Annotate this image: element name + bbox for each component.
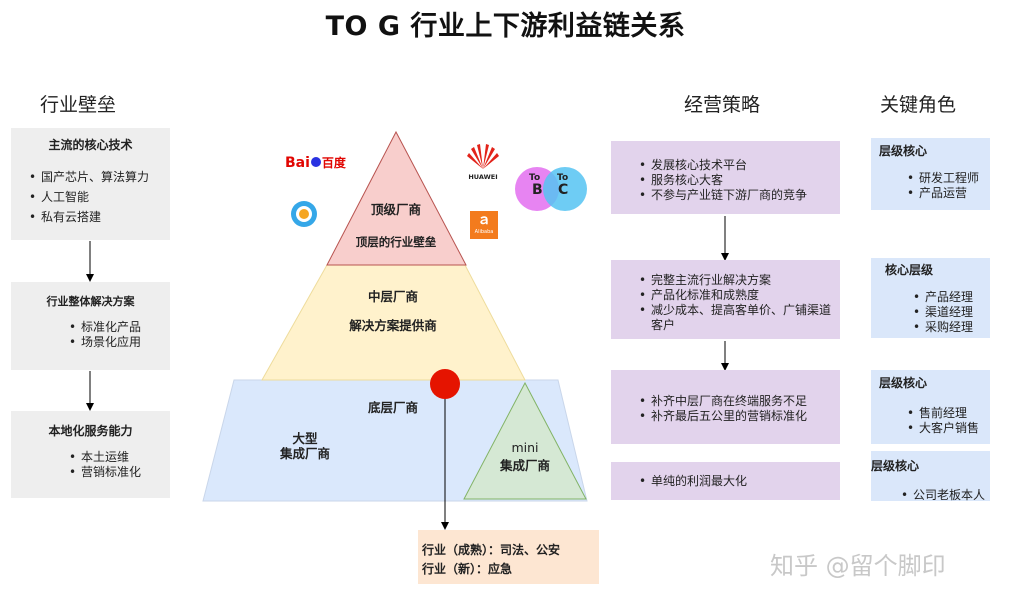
baidu-logo-text-cn: 百度 [321,156,346,170]
toc-to-text: To [557,173,569,183]
list-item: 产品化标准和成熟度 [639,288,831,303]
alibaba-glyph-icon: ａ [477,212,491,228]
list-item: 人工智能 [29,187,170,207]
list-item: 减少成本、提高客单价、广铺渠道客户 [639,303,831,333]
strategy-box: 发展核心技术平台 服务核心大客 不参与产业链下游厂商的竞争 [611,141,840,214]
role-box: 核心层级 产品经理 渠道经理 采购经理 [871,258,990,338]
list-item: 采购经理 [913,320,990,335]
red-dot-marker [430,369,460,399]
role-box-title: 核心层级 [885,263,934,277]
list-item: 补齐最后五公里的营销标准化 [639,409,840,424]
list-item: 完整主流行业解决方案 [639,273,831,288]
middle-tier-sublabel: 解决方案提供商 [349,318,437,333]
list-item: 不参与产业链下游厂商的竞争 [639,188,840,203]
barrier-box-core-tech: 主流的核心技术 国产芯片、算法算力 人工智能 私有云搭建 [11,128,170,240]
barrier-box-title: 本地化服务能力 [48,424,133,438]
tob-b-text: B [532,182,543,198]
huawei-logo-text: HUAWEI [468,173,498,181]
alibaba-logo-text: Alibaba [474,229,494,235]
list-item: 售前经理 [907,406,990,421]
barrier-box-local-service: 本地化服务能力 本土运维 营销标准化 [11,411,170,498]
barrier-list: 标准化产品 场景化应用 [11,320,170,350]
baidu-logo-text: Bai [285,155,310,171]
role-list: 产品经理 渠道经理 采购经理 [871,290,990,335]
role-list: 公司老板本人 [871,488,990,503]
toc-c-text: C [558,182,569,198]
strategy-box: 完整主流行业解决方案 产品化标准和成熟度 减少成本、提高客单价、广铺渠道客户 [611,260,840,339]
list-item: 本土运维 [69,450,170,465]
strategy-box: 补齐中层厂商在终端服务不足 补齐最后五公里的营销标准化 [611,370,840,444]
list-item: 标准化产品 [69,320,170,335]
list-item: 营销标准化 [69,465,170,480]
pyramid-top-tier [326,130,467,266]
role-box: 层级核心 售前经理 大客户销售 [871,370,990,444]
strategy-list: 补齐中层厂商在终端服务不足 补齐最后五公里的营销标准化 [611,394,840,424]
barrier-list: 国产芯片、算法算力 人工智能 私有云搭建 [11,167,170,227]
tob-to-text: To [529,173,541,183]
tob-toc-logo: To B To C [513,165,589,213]
list-item: 发展核心技术平台 [639,158,840,173]
list-item: 补齐中层厂商在终端服务不足 [639,394,840,409]
list-item: 私有云搭建 [29,207,170,227]
list-item: 大客户销售 [907,421,990,436]
chat-bubble-logo [290,200,318,228]
middle-tier-label: 中层厂商 [367,289,418,304]
large-integrator-sublabel: 集成厂商 [279,446,330,461]
paw-icon [310,157,321,167]
bottom-tier-label: 底层厂商 [367,400,418,415]
huawei-logo: HUAWEI [466,142,500,182]
strategy-box: 单纯的利润最大化 [611,462,840,500]
page-title: TO G 行业上下游利益链关系 [325,11,686,42]
list-item: 国产芯片、算法算力 [29,167,170,187]
barrier-box-solutions: 行业整体解决方案 标准化产品 场景化应用 [11,282,170,370]
top-tier-label: 顶级厂商 [370,202,421,217]
barrier-list: 本土运维 营销标准化 [11,450,170,480]
list-item: 场景化应用 [69,335,170,350]
role-box-title: 层级核心 [879,144,928,158]
role-box: 层级核心 研发工程师 产品运营 [871,138,990,210]
mini-integrator-sublabel: 集成厂商 [499,458,550,473]
list-item: 渠道经理 [913,305,990,320]
list-item: 研发工程师 [907,171,990,186]
large-integrator-label: 大型 [292,431,318,446]
role-box-title: 层级核心 [871,459,920,473]
baidu-logo: Bai 百度 [285,152,346,171]
mini-integrator-label: mini [511,440,539,455]
industry-mature-text: 行业（成熟）：司法、公安 [422,543,561,557]
barrier-box-title: 行业整体解决方案 [46,295,135,308]
top-tier-sublabel: 顶层的行业壁垒 [355,235,437,249]
role-box: 层级核心 公司老板本人 [871,451,990,503]
roles-heading: 关键角色 [880,94,957,116]
strategy-list: 完整主流行业解决方案 产品化标准和成熟度 减少成本、提高客单价、广铺渠道客户 [611,273,831,333]
role-list: 研发工程师 产品运营 [871,171,990,201]
barrier-box-title: 主流的核心技术 [48,138,133,152]
list-item: 服务核心大客 [639,173,840,188]
alibaba-logo: ａ Alibaba [470,211,498,239]
list-item: 单纯的利润最大化 [639,474,840,489]
strategy-list: 发展核心技术平台 服务核心大客 不参与产业链下游厂商的竞争 [611,158,840,203]
industry-box: 行业（成熟）：司法、公安 行业（新）：应急 [418,530,599,584]
role-list: 售前经理 大客户销售 [871,406,990,436]
strategy-heading: 经营策略 [684,94,761,116]
industry-new-text: 行业（新）：应急 [422,562,513,576]
watermark: 知乎 @留个脚印 [770,552,946,580]
barrier-heading: 行业壁垒 [40,94,117,116]
list-item: 产品经理 [913,290,990,305]
list-item: 公司老板本人 [901,488,990,503]
strategy-list: 单纯的利润最大化 [611,474,840,489]
mini-integrator-triangle [463,381,587,500]
list-item: 产品运营 [907,186,990,201]
role-box-title: 层级核心 [879,376,928,390]
